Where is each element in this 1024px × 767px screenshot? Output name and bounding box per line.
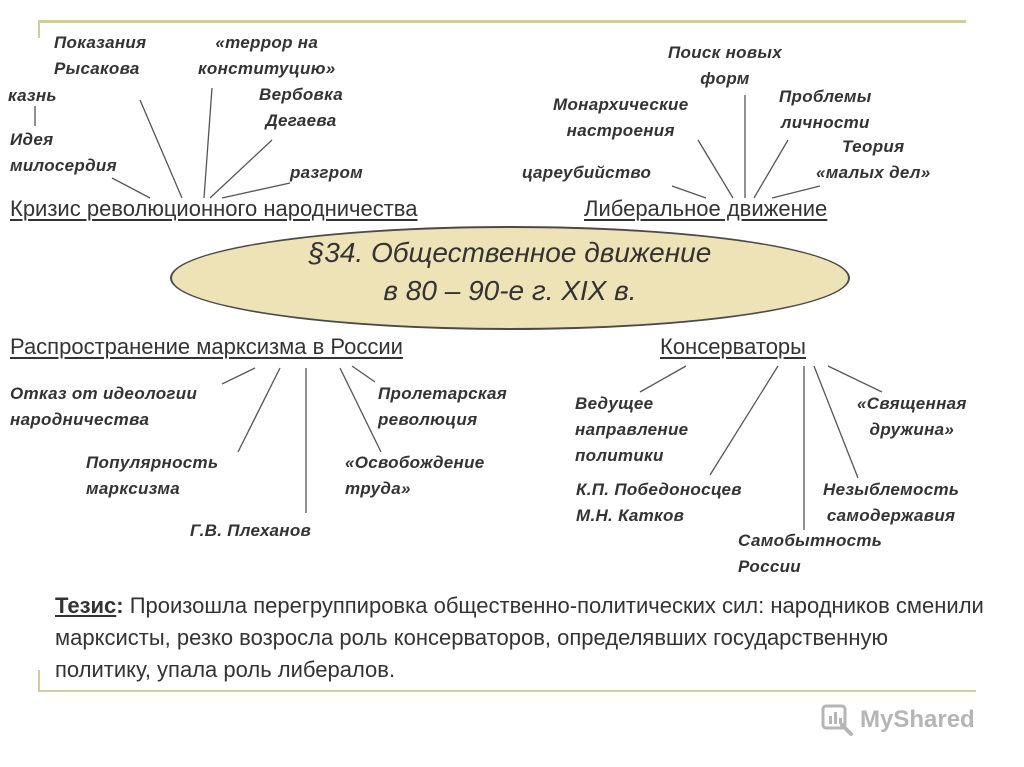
connector-nezyblemost xyxy=(813,365,859,479)
connector-populyar xyxy=(237,367,281,453)
central-topic-ellipse xyxy=(170,226,850,330)
connector-teoriya xyxy=(771,185,821,199)
leaf-poisk-novykh-form: Поиск новых форм xyxy=(668,43,782,88)
connector-vedushchee xyxy=(639,365,687,393)
connector-otkaz xyxy=(221,367,256,385)
leaf-samobytnost-rossii: Самобытность России xyxy=(738,531,883,576)
leaf-verbovka-degaeva: Вербовка Дегаева xyxy=(259,85,343,130)
leaf-plekhanov: Г.В. Плеханов xyxy=(190,521,312,540)
leaf-pokazaniya-rysakova: Показания Рысакова xyxy=(54,33,147,78)
myshared-logo-icon xyxy=(821,704,853,736)
connector-proletar xyxy=(351,365,376,383)
leaf-vedushchee-napravlenie: Ведущее направление политики xyxy=(575,394,689,465)
connector-pokazaniya xyxy=(139,99,183,199)
heading-liberalnoe-dvizhenie: Либеральное движение xyxy=(584,196,828,221)
connector-osvobozhdenie xyxy=(339,367,382,453)
connector-pobedonostsev xyxy=(709,365,779,476)
myshared-logo: MyShared xyxy=(820,703,975,737)
thesis-label: Тезис xyxy=(55,593,117,618)
thesis-text: Тезис: Произошла перегруппировка обществ… xyxy=(55,593,984,682)
connector-svyashchennaya xyxy=(827,365,883,393)
leaf-proletarskaya-revolyutsiya: Пролетарская революция xyxy=(378,384,508,429)
connector-problemy xyxy=(753,139,789,199)
leaf-kazn: казнь xyxy=(8,86,57,105)
leaf-svyashchennaya-druzhina: «Священная дружина» xyxy=(857,394,967,439)
leaf-nezyblemost-samoderzhaviya: Незыблемость самодержавия xyxy=(823,480,960,525)
connector-razgrom xyxy=(221,182,291,199)
heading-konservatory: Консерваторы xyxy=(660,334,806,359)
thesis-body: Произошла перегруппировка общественно-по… xyxy=(55,593,984,682)
heading-krizis-narodnichestva: Кризис революционного народничества xyxy=(10,196,418,221)
frame-left-line xyxy=(38,20,40,38)
connector-tsareubiystvo xyxy=(671,185,707,199)
leaf-teoriya-malykh-del: Теория «малых дел» xyxy=(816,137,931,182)
myshared-logo-text: MyShared xyxy=(860,706,975,733)
leaf-monarkhicheskie-nastroeniya: Монархические настроения xyxy=(553,95,689,140)
frame-top-line xyxy=(38,20,966,23)
leaf-osvobozhdenie-truda: «Освобождение труда» xyxy=(345,453,485,498)
leaf-otkaz-ot-ideologii: Отказ от идеологии народничества xyxy=(10,384,198,429)
heading-rasprostranenie-marksizma: Распространение марксизма в России xyxy=(10,334,403,359)
leaf-pobedonostsev-katkov: К.П. Победоносцев М.Н. Катков xyxy=(576,480,742,525)
leaf-tsareubiystvo: цареубийство xyxy=(522,163,652,182)
leaf-problemy-lichnosti: Проблемы личности xyxy=(779,87,872,132)
connector-monarch xyxy=(697,139,734,199)
connector-verbovka xyxy=(209,139,273,199)
connector-terror xyxy=(203,87,213,199)
central-topic-title: §34. Общественное движение в 80 – 90-е г… xyxy=(308,237,712,306)
leaf-populyarnost-marksizma: Популярность марксизма xyxy=(86,453,219,498)
leaf-terror-na-konstitutsiyu: «террор на конституцию» xyxy=(198,33,336,78)
frame-bottom-line xyxy=(38,690,976,692)
leaf-ideya-miloserdiya: Идея милосердия xyxy=(10,130,117,175)
connector-ideya xyxy=(111,177,151,199)
leaf-razgrom: разгром xyxy=(290,163,364,182)
frame-bottom-left-line xyxy=(38,670,40,692)
